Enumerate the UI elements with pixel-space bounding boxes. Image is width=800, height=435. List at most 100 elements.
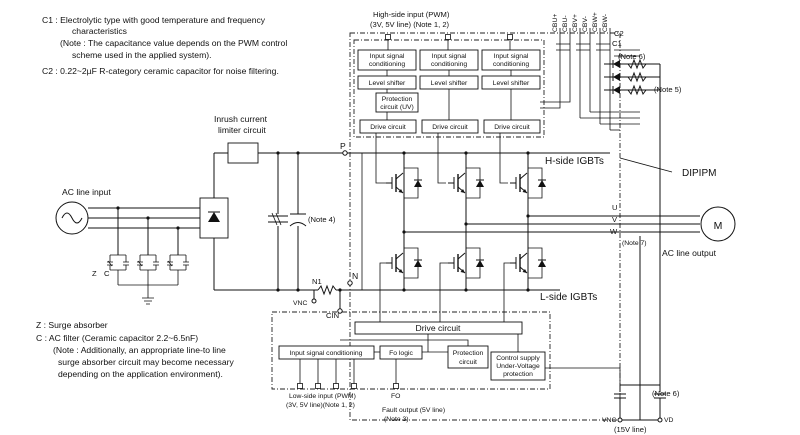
legend-z: Z : Surge absorber	[36, 320, 108, 330]
c-label: C	[104, 269, 110, 278]
motor-label: M	[714, 220, 723, 232]
supply-capacitors	[614, 384, 666, 423]
ac-input-lines	[88, 206, 200, 255]
hs-protection-uv: Protection circuit (UV)	[375, 92, 419, 113]
p-label: P	[340, 141, 346, 151]
inrush-label-line1: Inrush current	[214, 114, 268, 124]
ls-input-line2: (3V, 5V line)(Note 1, 2)	[286, 402, 355, 409]
bootstrap-note5: (Note 5)	[654, 85, 682, 94]
lside-igbt-label: L-side IGBTs	[540, 292, 597, 303]
c2-label: C2	[614, 29, 624, 38]
cbv-plus-label: CBV+	[572, 14, 579, 32]
surge-filter-array	[107, 254, 189, 305]
dipipm-leader	[619, 157, 673, 173]
vnc-left-label: VNC	[293, 300, 307, 307]
fault-line2: (Note 3)	[384, 416, 409, 423]
hs-prot-line1: Protection	[382, 96, 413, 103]
hs-ls-w: Level shifter	[493, 80, 530, 87]
ac-source	[55, 201, 89, 235]
bridge-rectifier	[199, 197, 229, 239]
hs-isc-v-line2: conditioning	[431, 61, 467, 68]
note-c1-line2: characteristics	[72, 26, 127, 36]
hs-ls-u: Level shifter	[369, 80, 406, 87]
legend-block: Z : Surge absorber C : AC filter (Cerami…	[36, 320, 234, 379]
high-side-title-line1: High-side input (PWM)	[373, 10, 450, 19]
high-side-input-pins	[385, 34, 513, 50]
low-side-blocks	[278, 321, 621, 389]
ls-igbt-w	[509, 252, 528, 274]
shunt-resistor-n1	[317, 284, 337, 296]
hside-igbt-label: H-side IGBTs	[545, 156, 604, 167]
bootstrap-labels: CBU+ CBU- CBV+ CBV- CBW+ CBW-	[552, 12, 609, 32]
n1-label: N1	[312, 277, 322, 286]
ls-note6: (Note 6)	[652, 389, 680, 398]
fo-label: FO	[391, 393, 400, 400]
hs-igbt-v	[447, 172, 466, 194]
dipipm-label: DIPIPM	[682, 168, 716, 179]
bootstrap-note6: (Note 6)	[618, 52, 646, 61]
ls-fo-logic-box	[379, 345, 423, 360]
note-c1-line1: C1 : Electrolytic type with good tempera…	[42, 15, 266, 25]
ls-drive-box	[354, 321, 523, 335]
hs-gate-lines	[375, 133, 508, 184]
ls-igbt-u	[385, 252, 404, 274]
ls-cs-line2: Under-Voltage	[496, 363, 540, 370]
ls-prot-line2: circuit	[459, 359, 477, 366]
cbw-minus-label: CBW-	[602, 14, 609, 32]
dipipm-outline	[349, 32, 621, 421]
dc-bus	[213, 142, 350, 310]
inrush-label-line2: limiter circuit	[218, 125, 266, 135]
hs-drive-v: Drive circuit	[432, 124, 468, 131]
motor	[700, 206, 736, 242]
legend-note3: depending on the application environment…	[58, 369, 223, 379]
module-rails	[350, 152, 610, 291]
hs-ls-v: Level shifter	[431, 80, 468, 87]
ls-cs-line3: protection	[503, 371, 533, 378]
cin-terminal	[337, 308, 343, 314]
supply-label: (15V line)	[614, 425, 647, 434]
cin-label: CIN	[326, 311, 339, 320]
hs-isc-u-line2: conditioning	[369, 61, 405, 68]
cbu-plus-label: CBU+	[552, 14, 559, 32]
vd-label: VD	[664, 417, 674, 424]
note4-label: (Note 4)	[308, 215, 336, 224]
phase-output-lines	[402, 214, 700, 234]
high-side-title-line2: (3V, 5V line) (Note 1, 2)	[370, 20, 450, 29]
hs-isc-u-line1: Input signal	[370, 53, 405, 60]
cbw-plus-label: CBW+	[592, 12, 599, 32]
igbt-bridge	[385, 151, 547, 292]
hs-drive-u: Drive circuit	[370, 124, 406, 131]
hs-column-w: Input signal conditioning Level shifter …	[481, 49, 541, 134]
notes-block: C1 : Electrolytic type with good tempera…	[42, 15, 287, 76]
hs-column-v: Input signal conditioning Level shifter …	[419, 49, 479, 134]
note-c2: C2 : 0.22~2µF R-category ceramic capacit…	[42, 66, 279, 76]
ac-output-label: AC line output	[662, 248, 717, 258]
u-label: U	[612, 203, 617, 212]
ls-igbt-v	[447, 252, 466, 274]
ls-drive-label: Drive circuit	[416, 323, 461, 333]
hs-igbt-w	[509, 172, 528, 194]
ls-isc-label: Input signal conditioning	[290, 350, 363, 357]
z-label: Z	[92, 269, 97, 278]
n-label: N	[352, 271, 358, 281]
c1-label: C1	[612, 39, 622, 48]
high-side-ic-outline	[353, 39, 545, 138]
inrush-limiter-box	[227, 142, 259, 164]
hs-isc-w-line2: conditioning	[493, 61, 529, 68]
hs-drive-w: Drive circuit	[494, 124, 530, 131]
ls-input-line1: Low-side input (PWM)	[289, 393, 356, 400]
fault-line1: Fault output (5V line)	[382, 407, 445, 414]
vnc-right-label: VNC	[602, 417, 616, 424]
ls-cs-line1: Control supply	[496, 355, 540, 362]
hs-isc-w-line1: Input signal	[494, 53, 529, 60]
hs-prot-line2: circuit (UV)	[380, 104, 414, 111]
hs-column-u: Input signal conditioning Level shifter …	[357, 49, 417, 134]
hs-igbt-u	[385, 172, 404, 194]
ls-prot-line1: Protection	[453, 350, 484, 357]
note-c1-line3: (Note : The capacitance value depends on…	[60, 38, 287, 48]
ac-input-label: AC line input	[62, 187, 111, 197]
note7-label: (Note 7)	[622, 240, 647, 247]
low-side-ic-outline	[271, 311, 551, 390]
legend-note1: (Note : Additionally, an appropriate lin…	[53, 345, 226, 355]
